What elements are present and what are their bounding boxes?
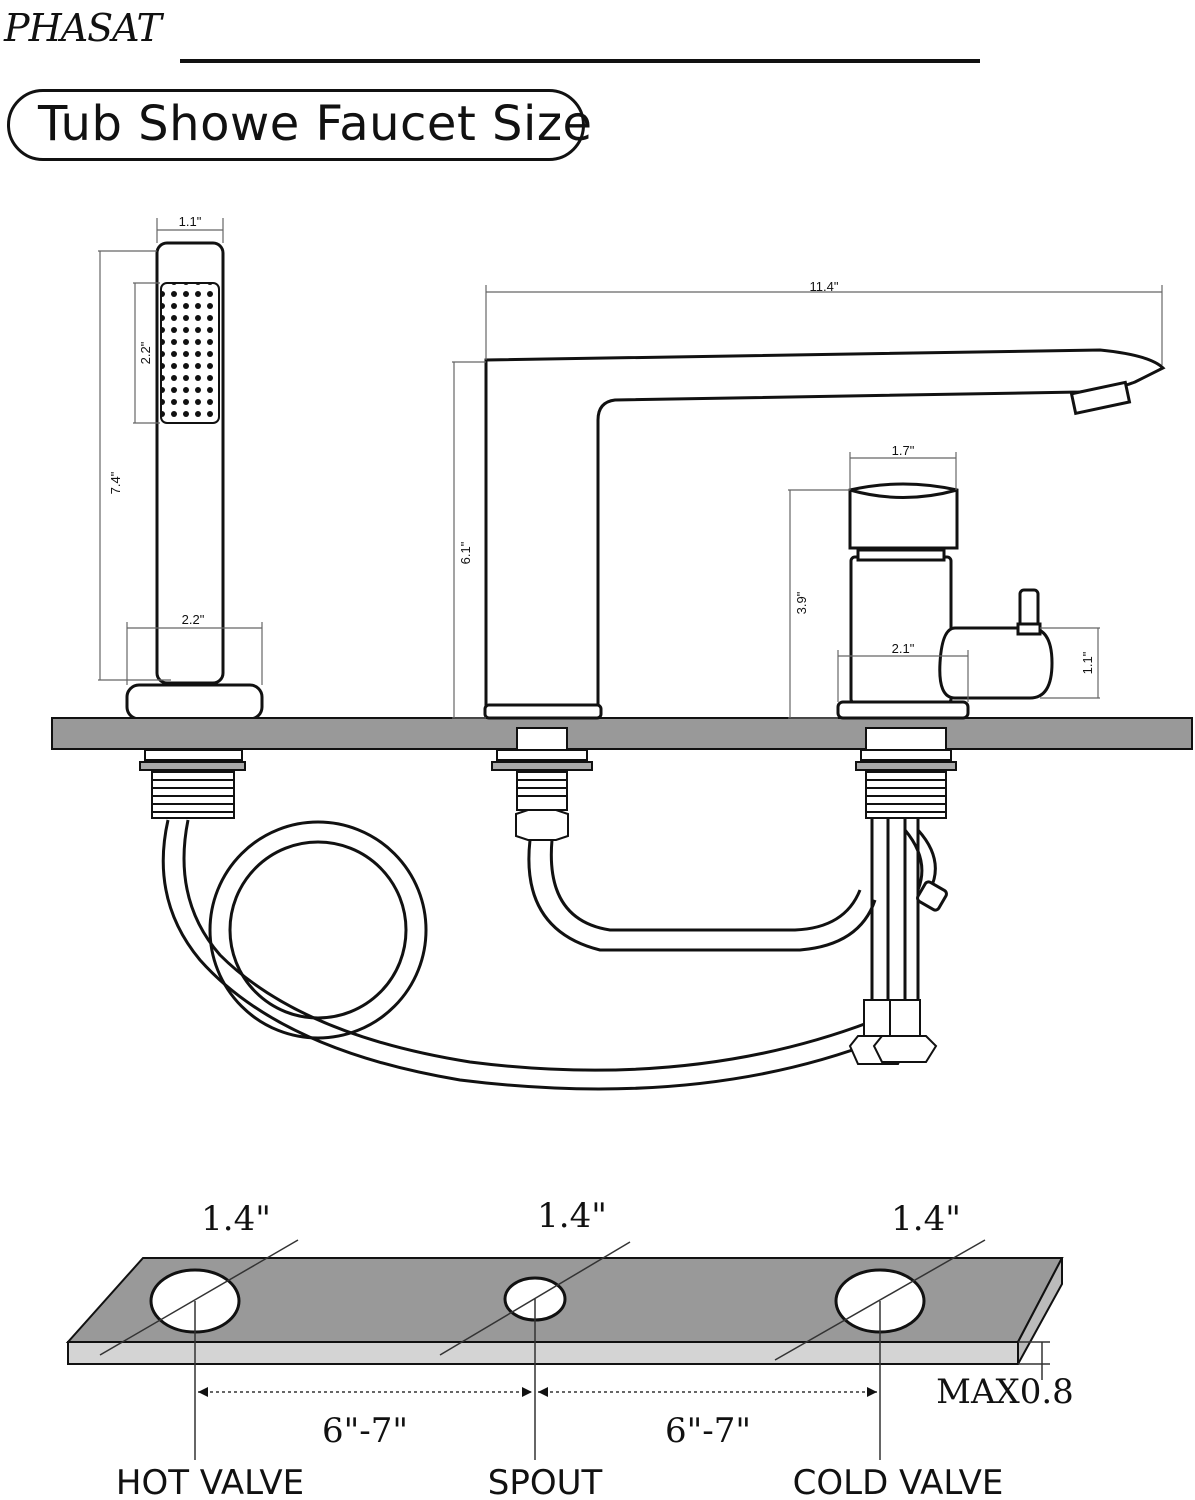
- deck-dim-lines: [99, 1239, 1050, 1460]
- dim-handheld-base: 2.2": [182, 612, 205, 627]
- label-cold-valve: COLD VALVE: [793, 1463, 1004, 1500]
- spout-dim-lines: [452, 285, 1163, 719]
- deck-arrowheads: [198, 1387, 877, 1397]
- spout: [483, 348, 1166, 720]
- supply-nuts: [848, 999, 938, 1065]
- label-hot-valve: HOT VALVE: [116, 1463, 304, 1500]
- shank-spout: [491, 727, 593, 841]
- dim-valve-base: 2.1": [892, 641, 915, 656]
- dim-max-thickness: MAX0.8: [936, 1372, 1074, 1412]
- dim-handheld-spray: 2.2": [138, 341, 153, 364]
- dim-hole-hot: 1.4": [201, 1199, 271, 1239]
- dim-handheld-length: 7.4": [108, 471, 123, 494]
- page-title: Tub Showe Faucet Size: [38, 96, 593, 152]
- valve-dim-lines: [788, 452, 1100, 719]
- dim-lever-height: 1.1": [1080, 651, 1095, 674]
- title-pill: [7, 89, 585, 161]
- dim-hole-spout: 1.4": [537, 1196, 607, 1236]
- dim-spacing-right: 6"-7": [665, 1411, 751, 1451]
- dim-handheld-width: 1.1": [179, 214, 202, 229]
- handheld-dim-lines: [98, 218, 263, 685]
- shank-handheld: [139, 749, 246, 819]
- dim-spacing-left: 6"-7": [322, 1411, 408, 1451]
- handheld-shower: [125, 241, 264, 721]
- dim-hole-cold: 1.4": [891, 1199, 961, 1239]
- label-spout: SPOUT: [488, 1463, 603, 1500]
- mixing-valve: [836, 482, 1054, 720]
- hoses: [161, 818, 948, 1091]
- header-rule: [180, 59, 980, 63]
- shank-valve: [855, 727, 957, 819]
- deck-side: [51, 717, 1193, 750]
- dim-spout-height: 6.1": [458, 541, 473, 564]
- dim-spout-reach: 11.4": [810, 279, 839, 294]
- dim-valve-height: 3.9": [794, 591, 809, 614]
- dim-valve-top: 1.7": [892, 443, 915, 458]
- brand-logo: PHASAT: [4, 6, 162, 50]
